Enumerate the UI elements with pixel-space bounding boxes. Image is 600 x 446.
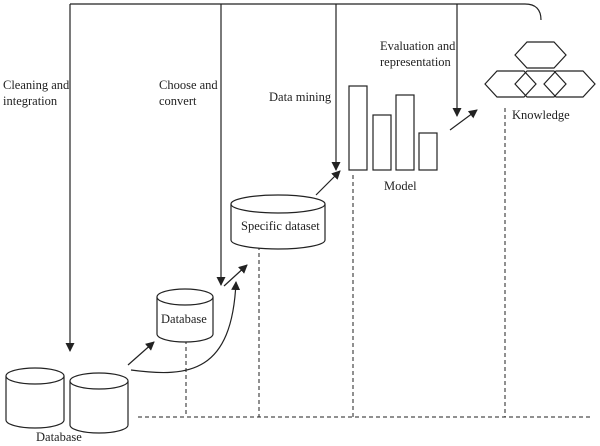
model-bar-2 bbox=[372, 114, 392, 171]
choose-label-line1: Choose and bbox=[159, 78, 218, 92]
evaluation-label-line2: representation bbox=[380, 55, 452, 69]
arrow-to-database bbox=[127, 341, 155, 366]
knowledge-hexagons bbox=[484, 41, 596, 98]
database-cylinder-middle bbox=[156, 288, 214, 343]
specific-dataset-cylinder bbox=[230, 194, 326, 250]
arrow-to-specific bbox=[223, 264, 248, 287]
arrow-to-knowledge bbox=[449, 109, 478, 131]
model-bar-3 bbox=[395, 94, 415, 171]
knowledge-hexagon-top bbox=[514, 41, 567, 69]
knowledge-hexagon-center bbox=[514, 70, 567, 98]
specific-dataset-label: Specific dataset bbox=[241, 219, 320, 233]
cleaning-label-line1: Cleaning and bbox=[3, 78, 70, 92]
model-bars bbox=[348, 85, 438, 171]
model-label: Model bbox=[384, 179, 417, 193]
knowledge-label: Knowledge bbox=[512, 108, 570, 122]
knowledge-hexagon-left bbox=[484, 70, 537, 98]
database-cylinder-left bbox=[5, 367, 65, 429]
data-mining-label: Data mining bbox=[269, 90, 332, 104]
choose-label-line2: convert bbox=[159, 94, 197, 108]
model-bar-4 bbox=[418, 132, 438, 171]
database-bottom-label: Database bbox=[36, 430, 82, 444]
evaluation-label-line1: Evaluation and bbox=[380, 39, 456, 53]
cleaning-label-line2: integration bbox=[3, 94, 58, 108]
database-middle-label: Database bbox=[161, 312, 207, 326]
model-bar-1 bbox=[348, 85, 368, 171]
curve-to-specific bbox=[130, 281, 241, 374]
database-cylinder-right bbox=[69, 372, 129, 434]
arrow-to-model bbox=[315, 170, 341, 196]
feedback-top-line bbox=[70, 3, 542, 21]
knowledge-hexagon-right bbox=[543, 70, 596, 98]
